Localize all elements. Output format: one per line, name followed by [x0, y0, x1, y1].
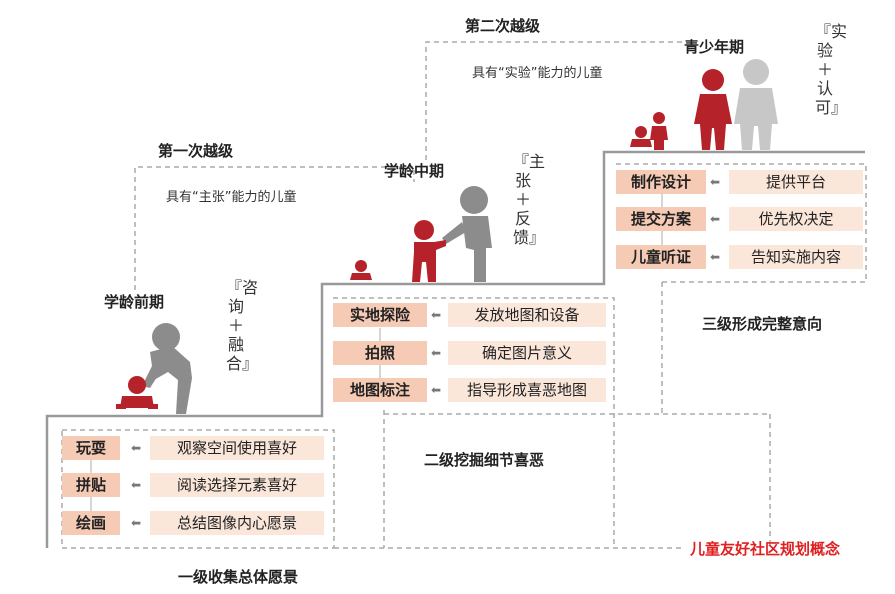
stage3-tag-design: 制作设计 [616, 170, 706, 194]
stage3-label: 青少年期 [684, 38, 745, 56]
stage3-child-figure [650, 112, 668, 150]
concept-title: 儿童友好社区规划概念 [690, 540, 841, 558]
stage2-child-figure [412, 220, 446, 282]
left-arrow-icon: ⬅ [431, 346, 442, 360]
stage1-baby-figure [116, 376, 158, 409]
stage1-adult-figure [142, 323, 192, 414]
leap2-note: 具有“实验”能力的儿童 [472, 66, 603, 81]
leap1-title: 第一次越级 [158, 142, 234, 160]
left-arrow-icon: ⬅ [710, 212, 721, 226]
stage2-tag-explore: 实地探险 [333, 303, 427, 327]
stage2-desc-photo: 确定图片意义 [448, 341, 606, 365]
stage2-summary: 二级挖掘细节喜恶 [424, 451, 545, 469]
stage3-desc-design: 提供平台 [729, 170, 863, 194]
left-arrow-icon: ⬅ [131, 516, 142, 530]
stage2-label: 学龄中期 [384, 162, 445, 180]
stage2-tag-photo: 拍照 [333, 341, 427, 365]
stage2-dashed-box [333, 297, 615, 548]
left-arrow-icon: ⬅ [431, 308, 442, 322]
left-arrow-icon: ⬅ [710, 250, 721, 264]
stage3-adult-figure [734, 59, 778, 150]
stage3-tag-proposal: 提交方案 [616, 207, 706, 231]
left-arrow-icon: ⬅ [431, 383, 442, 397]
stage3-desc-proposal: 优先权决定 [729, 207, 863, 231]
stage1-desc-play: 观察空间使用喜好 [150, 436, 324, 460]
stage3-summary: 三级形成完整意向 [702, 315, 823, 333]
stage3-vertical-slogan: 『实验＋认可』 [815, 22, 848, 117]
leap2-dashed-path [425, 41, 682, 160]
leap2-title: 第二次越级 [465, 17, 541, 35]
stage3-teen-figure [694, 69, 732, 150]
staircase-outline [45, 150, 865, 548]
stage2-tag-map: 地图标注 [333, 378, 427, 402]
stage3-tag-hearing: 儿童听证 [616, 245, 706, 269]
stage2-desc-explore: 发放地图和设备 [448, 303, 606, 327]
leap1-note: 具有“主张”能力的儿童 [166, 190, 297, 205]
left-arrow-icon: ⬅ [710, 175, 721, 189]
stage2-desc-map: 指导形成喜恶地图 [448, 378, 606, 402]
stage1-tag-play: 玩耍 [62, 436, 120, 460]
leap1-dashed-path [134, 166, 415, 290]
stage1-summary: 一级收集总体愿景 [178, 568, 299, 586]
stage3-desc-hearing: 告知实施内容 [729, 245, 863, 269]
stage1-tag-collage: 拼贴 [62, 473, 120, 497]
left-arrow-icon: ⬅ [131, 441, 142, 455]
stage1-desc-draw: 总结图像内心愿景 [150, 511, 324, 535]
stage2-vertical-slogan: 『主张＋反馈』 [513, 152, 546, 247]
stage2-baby-figure [350, 260, 372, 280]
stage1-tag-draw: 绘画 [62, 511, 120, 535]
stage1-vertical-slogan: 『咨询＋融合』 [226, 278, 259, 373]
stage3-baby-figure [630, 126, 652, 147]
left-arrow-icon: ⬅ [131, 478, 142, 492]
stage3-dashed-box [616, 163, 867, 282]
stage1-label: 学龄前期 [104, 293, 165, 311]
stage2-adult-figure [442, 186, 492, 282]
stage1-desc-collage: 阅读选择元素喜好 [150, 473, 324, 497]
